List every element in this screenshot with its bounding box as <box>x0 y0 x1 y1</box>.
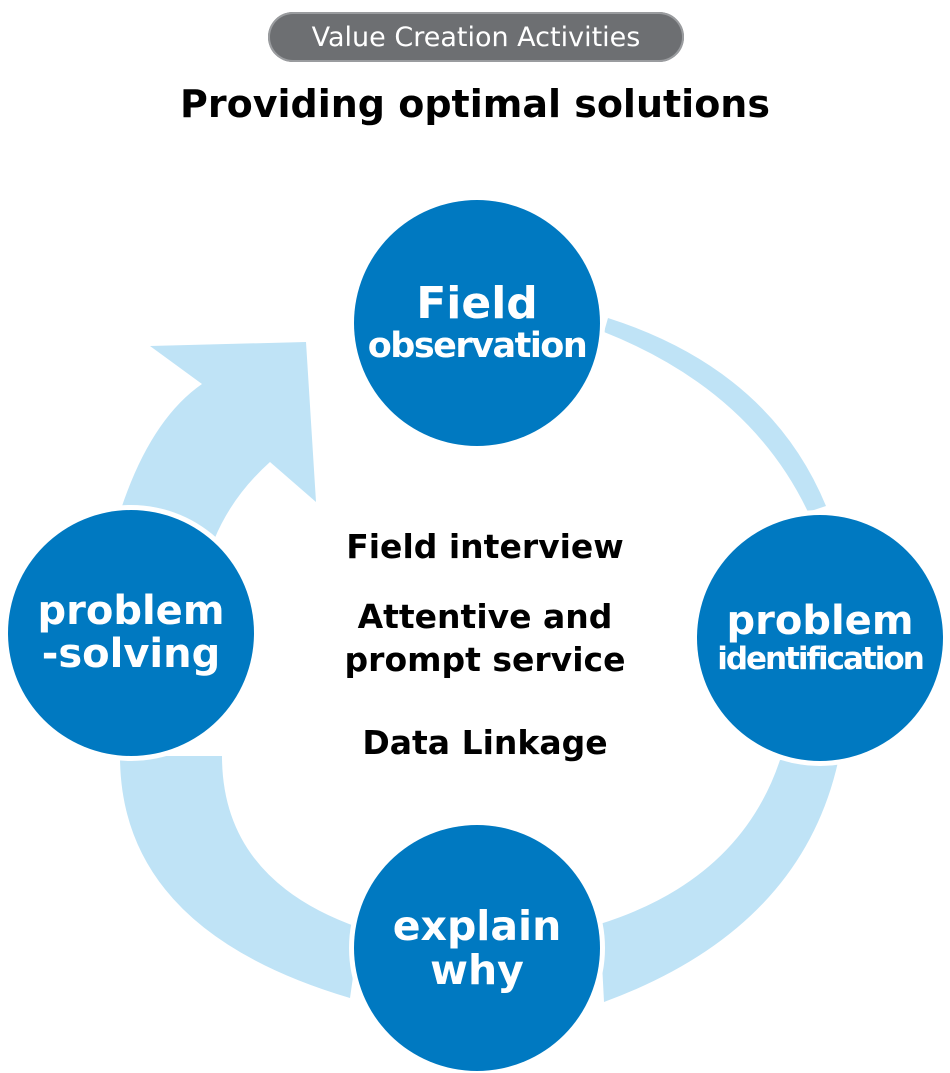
center-item-field-interview: Field interview <box>346 527 624 566</box>
step-label-line1: problem <box>726 597 914 644</box>
step-label-line1: explain <box>392 901 562 950</box>
step-label-line2: identification <box>717 640 925 677</box>
step-label-line1: Field <box>416 278 538 330</box>
arc-bottom-right <box>600 760 838 1002</box>
step-label-line2: -solving <box>41 631 221 677</box>
step-label-line2: why <box>430 946 524 994</box>
center-item-data-linkage: Data Linkage <box>362 723 608 762</box>
step-problem-identification: problem identification <box>697 515 943 761</box>
step-explain-why: explain why <box>354 825 600 1071</box>
section-badge: Value Creation Activities <box>268 12 684 62</box>
arc-bottom-left <box>120 756 360 998</box>
arc-top-right <box>604 318 826 512</box>
step-problem-solving: problem -solving <box>8 510 254 756</box>
section-badge-label: Value Creation Activities <box>311 21 641 53</box>
page-title: Providing optimal solutions <box>180 82 770 126</box>
arc-left-arrow <box>120 342 316 540</box>
step-label-line1: problem <box>37 587 225 634</box>
center-item-attentive-service: Attentive and prompt service <box>344 597 626 679</box>
step-field-observation: Field observation <box>354 200 600 446</box>
step-label-line2: observation <box>367 325 588 366</box>
